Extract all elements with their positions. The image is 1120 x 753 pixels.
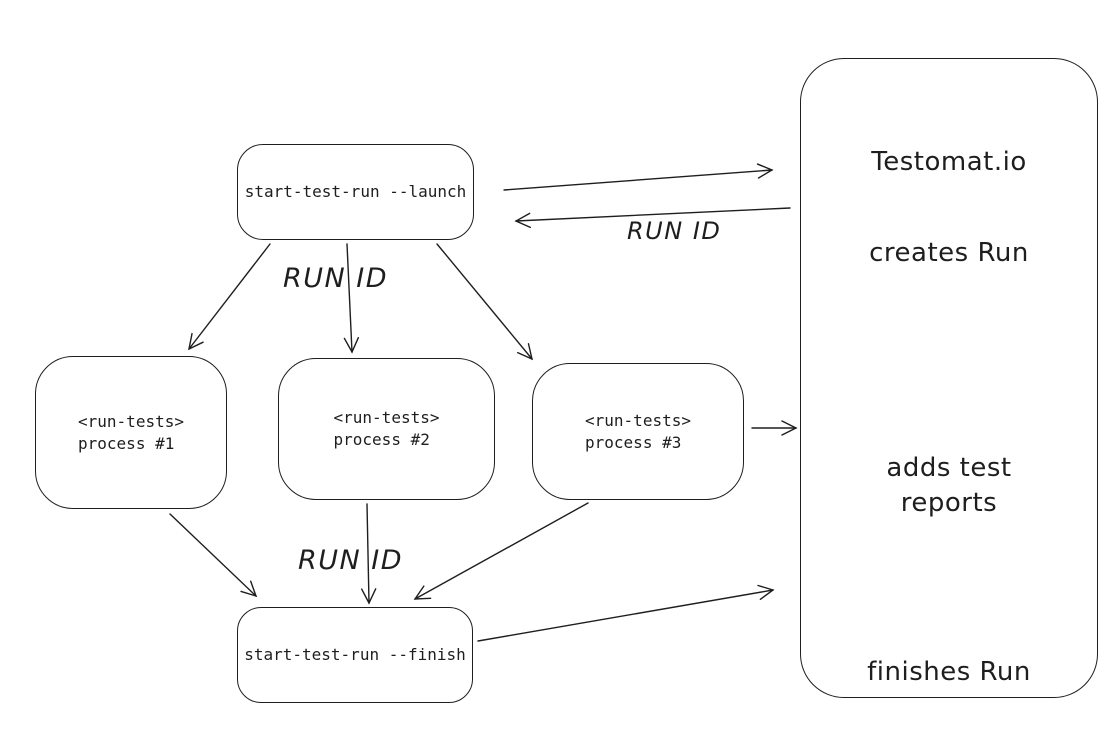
node-run-tests-process-1: <run-tests> process #1 (35, 356, 227, 509)
node-start-test-run-finish: start-test-run --finish (237, 607, 473, 703)
node-process2-label: <run-tests> process #2 (333, 408, 440, 449)
panel-title: Testomat.io (871, 147, 1027, 177)
edge-label-run-id-bottom: RUN ID (298, 545, 404, 576)
panel-item-creates-run: creates Run (869, 238, 1029, 268)
arrow-finish-to-testomatio (477, 584, 775, 642)
arrow-process2-to-finish (361, 503, 377, 605)
arrow-process3-to-finish (413, 502, 589, 600)
arrow-launch-to-process3 (436, 243, 533, 361)
node-run-tests-process-3: <run-tests> process #3 (532, 363, 744, 500)
edge-label-run-id-top: RUN ID (283, 263, 389, 294)
arrow-process1-to-finish (169, 513, 258, 598)
edge-label-run-id-return: RUN ID (627, 217, 722, 245)
node-process3-label: <run-tests> process #3 (585, 410, 691, 452)
node-process1-label: <run-tests> process #1 (78, 411, 184, 453)
arrow-launch-to-process1 (188, 243, 271, 351)
panel-item-adds-test-reports: adds test reports (886, 453, 1012, 519)
arrow-launch-to-process2 (343, 243, 360, 354)
node-finish-label: start-test-run --finish (244, 645, 466, 665)
panel-item-finishes-run: finishes Run (867, 657, 1031, 687)
arrow-launch-to-testomatio (503, 163, 774, 191)
node-start-test-run-launch: start-test-run --launch (237, 144, 474, 240)
node-run-tests-process-2: <run-tests> process #2 (278, 358, 495, 500)
node-launch-label: start-test-run --launch (244, 182, 467, 202)
arrow-testomatio-to-launch-runid (514, 207, 791, 229)
testomatio-panel: Testomat.io creates Run adds test report… (800, 58, 1098, 698)
